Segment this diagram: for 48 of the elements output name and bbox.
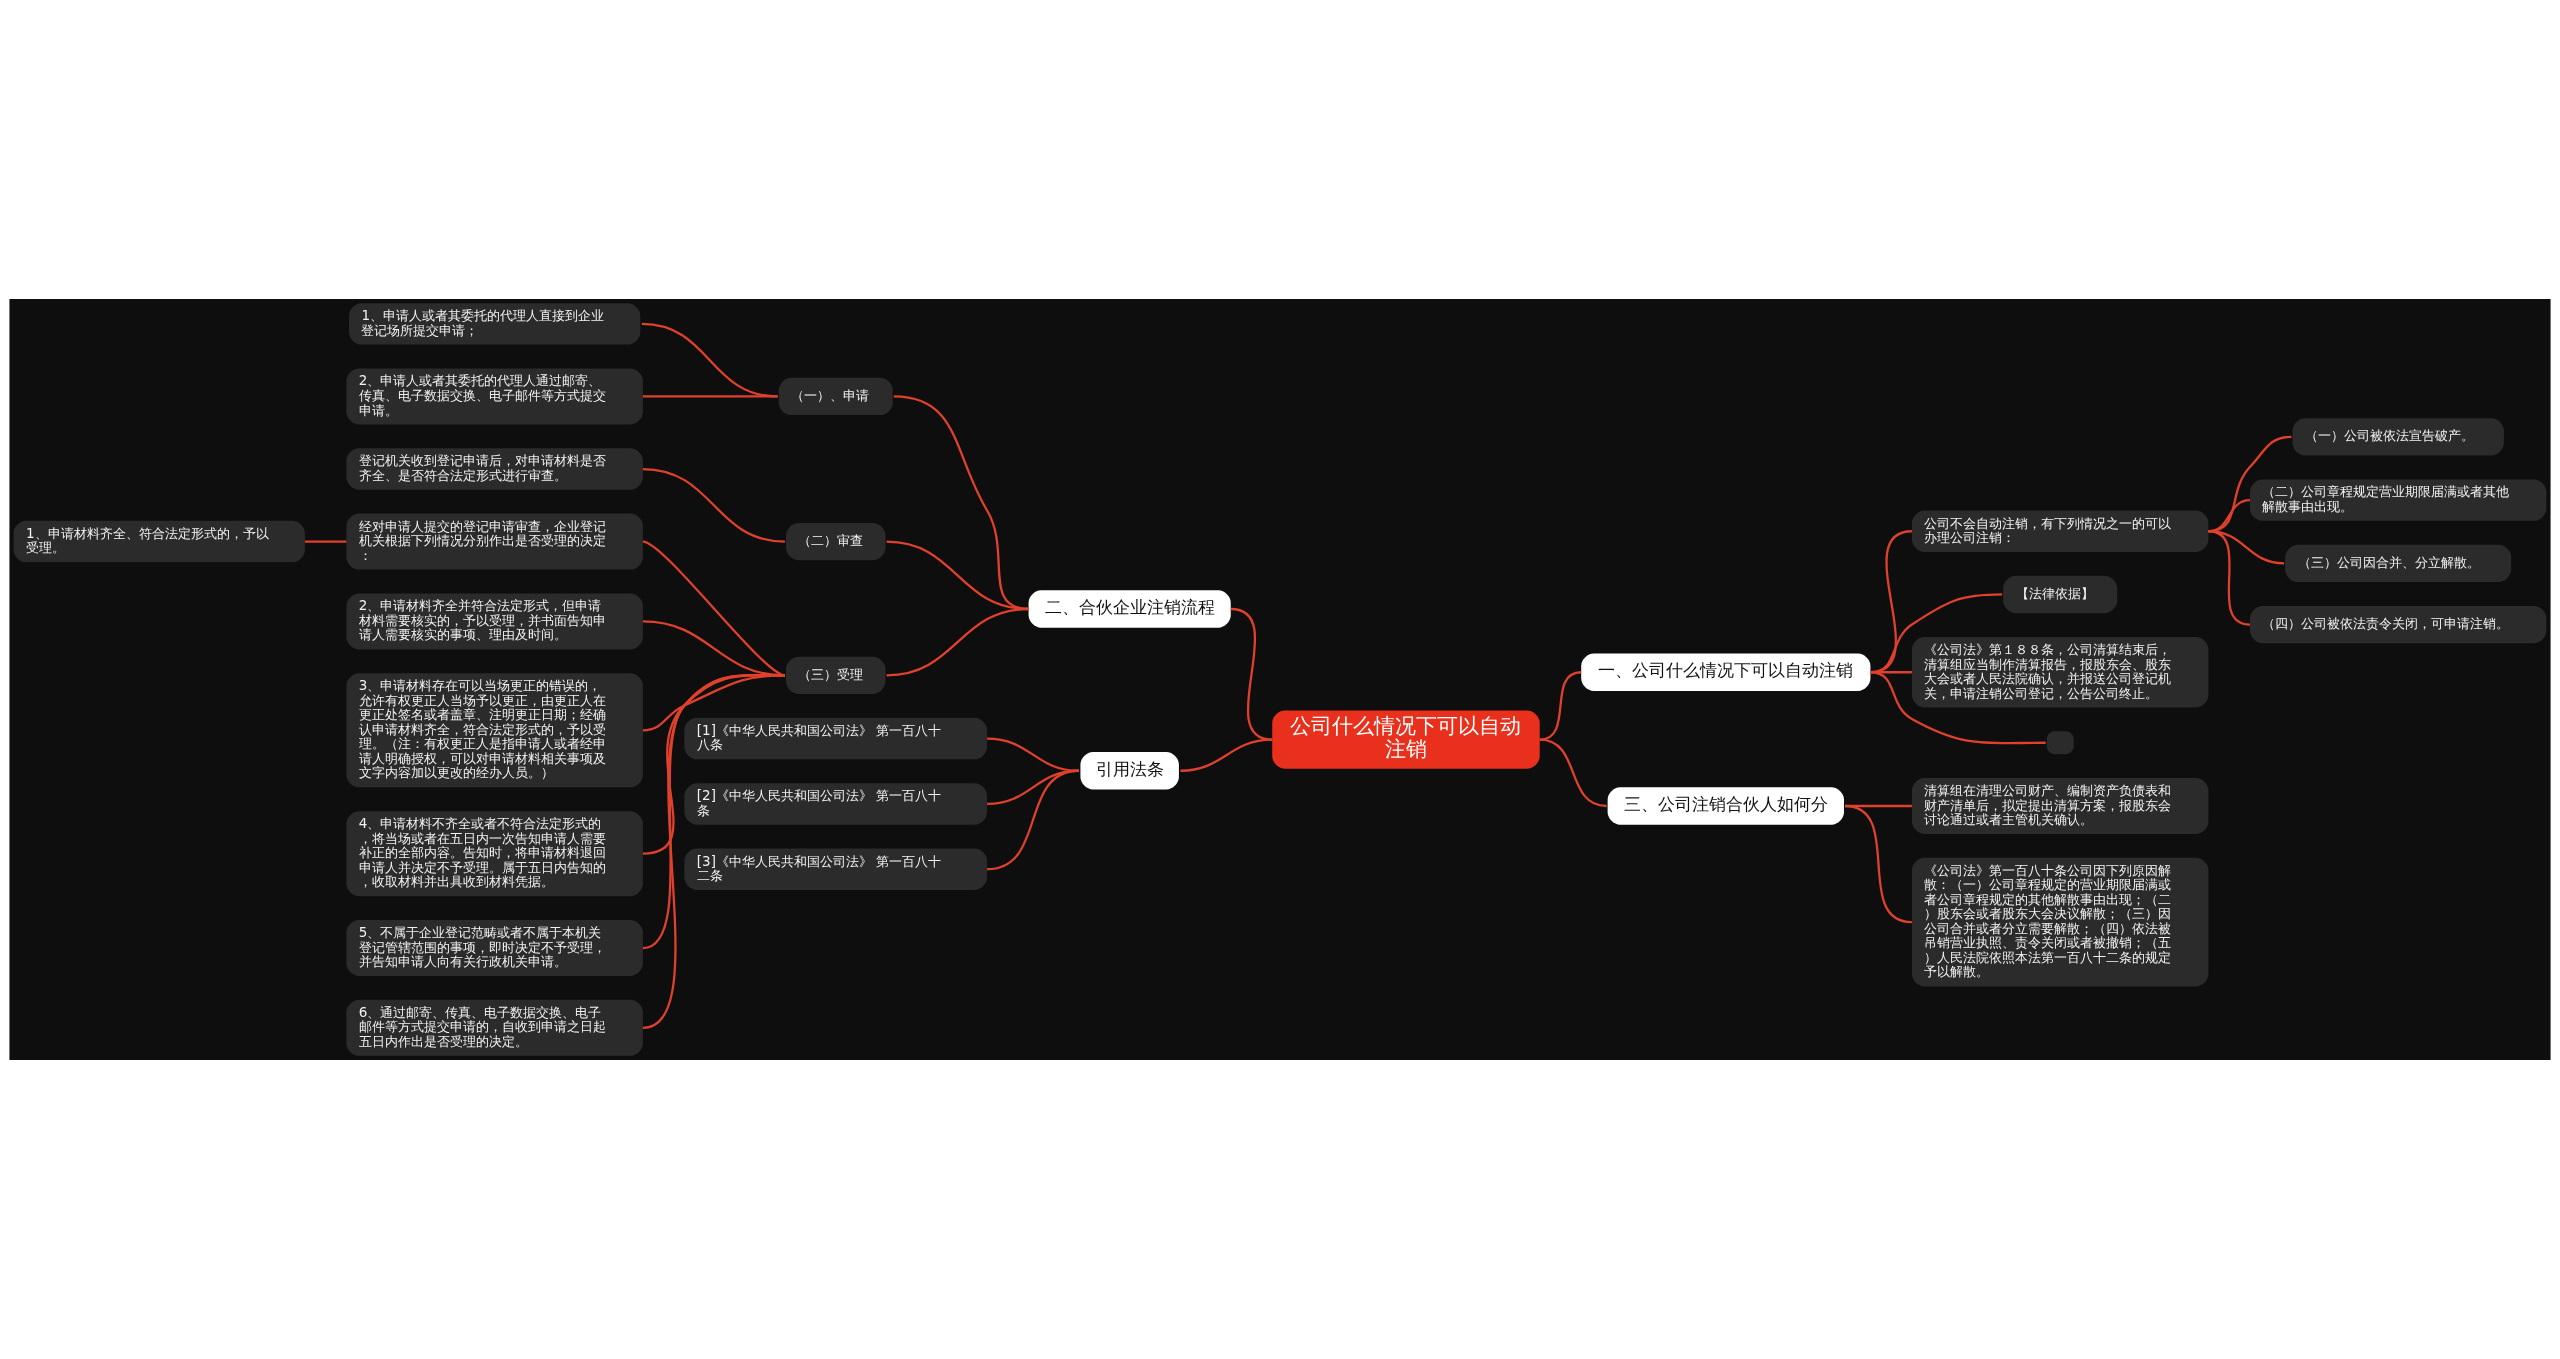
node-box: 2、申请人或者其委托的代理人通过邮寄、传真、电子数据交换、电子邮件等方式提交申请。 [346,368,643,425]
node-box: 《公司法》第１８８条，公司清算结束后，清算组应当制作清算报告，报股东会、股东大会或者人民法院确认，并报送公司登记机关，申请注销公司登记，公告公司终止。 [1911,637,2209,708]
connector [886,607,1029,677]
node-box: （一）、申请 [778,377,893,416]
node-box: 二、合伙企业注销流程 [1028,590,1231,628]
node-box: 清算组在清理公司财产、编制资产负债表和财产清单后，拟定提出清算方案，报股东会讨论通过或者主管机关确认。 [1911,778,2209,834]
connector [1539,671,1582,741]
node-box: （三）公司因合并、分立解散。 [2285,544,2512,583]
connector [987,737,1079,772]
connector [1844,804,1913,924]
connector [986,769,1080,871]
node-box: 6、通过邮寄、传真、电子数据交换、电子邮件等方式提交申请的，自收到申请之日起五日内作出是否受理的决定。 [346,999,643,1056]
connector [1870,671,2046,745]
node-box: 三、公司注销合伙人如何分 [1607,787,1844,825]
connector [642,674,785,855]
connector [1539,738,1607,808]
node-box: 3、申请材料存在可以当场更正的错误的，允许有权更正人当场予以更正，由更正人在更正处签名或者盖章、注明更正日期；经确认申请材料齐全，符合法定形式的，予以受理。（注：有权更正人是指申请人或者经申请人明确授权，可以对申请材料相关事项及文字内容加以更改的经办人员。） [346,673,643,788]
node-box: （四）公司被依法责令关闭，可申请注销。 [2249,605,2547,644]
connector [641,322,778,398]
node-box: 1、申请人或者其委托的代理人直接到企业登记场所提交申请； [348,303,641,345]
node-box: 一、公司什么情况下可以自动注销 [1581,653,1871,691]
node-box: 公司不会自动注销，有下列情况之一的可以办理公司注销： [1911,510,2209,552]
node-box: （一）公司被依法宣告破产。 [2292,418,2504,456]
connector [642,674,785,950]
node-box: （三）受理 [785,656,886,694]
node-box: [1]《中华人民共和国公司法》 第一百八十八条 [684,717,988,760]
node-box: 公司什么情况下可以自动注销 [1272,710,1540,769]
connector [642,673,785,1029]
node-box: 2、申请材料齐全并符合法定形式，但申请材料需要核实的，予以受理，并书面告知申请人需要核实的事项、理由及时间。 [346,593,643,650]
connector [2208,530,2251,626]
node-box [2046,731,2074,755]
node-box: 引用法条 [1080,752,1179,790]
node-box: [2]《中华人民共和国公司法》 第一百八十条 [684,783,988,825]
node-box: （二）公司章程规定营业期限届满或者其他解散事由出现。 [2249,479,2547,521]
node-box: （二）审查 [785,522,886,561]
node-box: 《公司法》第一百八十条公司因下列原因解散：（一）公司章程规定的营业期限届满或者公司章程规定的其他解散事由出现；（二）股东会或者股东大会决议解散；（三）因公司合并或者分立需要解散；（四）依法被吊销营业执照、责令关闭或者被撤销；（五）人民法院依照本法第一百八十二条的规定予以解散。 [1911,857,2209,987]
node-box: 经对申请人提交的登记申请审查，企业登记机关根据下列情况分别作出是否受理的决定： [346,513,643,570]
node-box: 5、不属于企业登记范畴或者不属于本机关登记管辖范围的事项，即时决定不予受理，并告知申请人向有关行政机关申请。 [346,920,643,976]
connector [642,467,786,543]
connector [304,540,347,543]
connector [642,395,778,398]
node-box: [3]《中华人民共和国公司法》 第一百八十二条 [684,848,988,890]
connector [1180,738,1273,772]
node-box: 登记机关收到登记申请后，对申请材料是否齐全、是否符合法定形式进行审查。 [346,448,643,490]
node-box: 4、申请材料不齐全或者不符合法定形式的，将当场或者在五日内一次告知申请人需要补正的全部内容。告知时，将申请材料退回申请人并决定不予受理。属于五日内告知的，收取材料并出具收到材料凭据。 [346,811,643,897]
node-box: 1、申请材料齐全、符合法定形式的，予以受理。 [13,520,305,563]
node-box: 【法律依据】 [2003,575,2118,614]
connector [642,674,785,732]
